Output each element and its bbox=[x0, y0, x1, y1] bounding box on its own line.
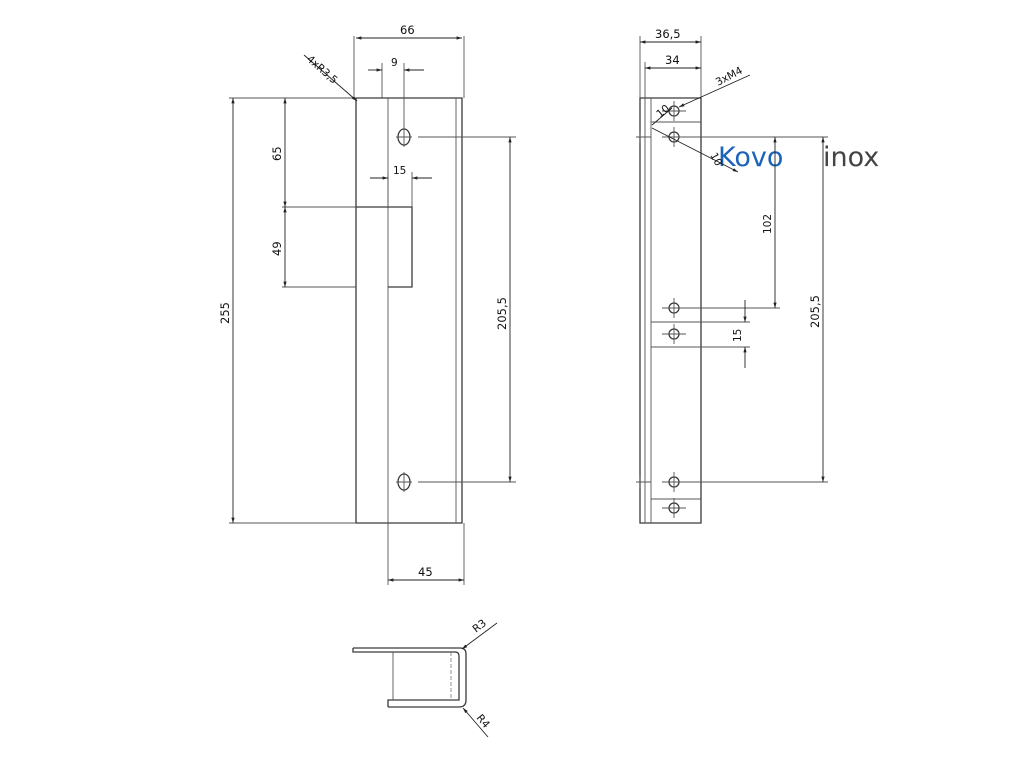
dim-side-205-extension bbox=[686, 136, 828, 483]
dim-15-side-label: 15 bbox=[732, 329, 744, 342]
section-view: R3 R4 bbox=[352, 617, 498, 738]
thread-leader bbox=[678, 74, 751, 108]
dim-49-label: 49 bbox=[270, 241, 284, 256]
dim-45-extension bbox=[387, 523, 465, 585]
hole-dim-b-label: 10 bbox=[707, 151, 724, 168]
side-hole-3 bbox=[662, 298, 686, 318]
side-view: 36,5 34 3xM4 10 10 102 205,5 15 bbox=[636, 27, 828, 524]
section-outer-profile bbox=[353, 647, 467, 708]
dim-34-label: 34 bbox=[665, 53, 680, 67]
dim-15-side-extension bbox=[686, 321, 750, 348]
side-hole-6 bbox=[662, 498, 686, 518]
thread-label: 3xM4 bbox=[714, 64, 745, 88]
dim-66-extension bbox=[353, 36, 465, 98]
side-hole-5 bbox=[636, 472, 686, 492]
dim-45-label: 45 bbox=[418, 565, 433, 579]
r4-label: R4 bbox=[474, 712, 492, 731]
dim-9-label: 9 bbox=[391, 57, 398, 69]
kovoinox-logo: Kovo inox bbox=[718, 142, 879, 173]
r3-label: R3 bbox=[470, 617, 488, 635]
r4-leader bbox=[462, 707, 489, 738]
front-hole-top bbox=[396, 127, 412, 147]
front-plate-outline bbox=[355, 97, 463, 524]
front-hole-bottom bbox=[396, 472, 412, 492]
dim-15-label: 15 bbox=[393, 165, 406, 177]
logo-text-inox: inox bbox=[823, 142, 879, 173]
section-inner-profile bbox=[352, 648, 460, 707]
dim-255-extension bbox=[229, 97, 356, 524]
dim-15-extension bbox=[387, 172, 413, 207]
hole-dim-a-label: 10 bbox=[654, 103, 672, 121]
dim-205-label: 205,5 bbox=[495, 297, 509, 330]
radius-label: 4xR3,5 bbox=[304, 53, 340, 86]
hole-dim-a-line bbox=[651, 107, 673, 126]
strike-slot bbox=[356, 206, 413, 288]
logo-text-kovo: Kovo bbox=[718, 142, 783, 173]
side-cross-lines bbox=[651, 121, 701, 500]
radius-leader bbox=[303, 54, 358, 102]
side-plate-outline bbox=[639, 97, 702, 524]
dim-205-extension bbox=[418, 136, 516, 483]
side-hole-4 bbox=[662, 324, 686, 344]
dim-255-label: 255 bbox=[218, 302, 232, 324]
front-view: 66 9 15 65 49 255 205,5 45 4xR3,5 bbox=[218, 23, 516, 585]
dim-side-205-label: 205,5 bbox=[808, 295, 822, 328]
r3-leader bbox=[461, 622, 498, 650]
slot-extension-lines bbox=[282, 206, 356, 288]
dim-36-label: 36,5 bbox=[655, 27, 681, 41]
dim-102-label: 102 bbox=[762, 214, 774, 234]
dim-65-label: 65 bbox=[270, 146, 284, 161]
dim-9-extension bbox=[381, 63, 405, 130]
side-hole-2 bbox=[636, 127, 686, 147]
dim-66-label: 66 bbox=[400, 23, 415, 37]
dim-36-extension bbox=[639, 36, 702, 98]
hole-dim-b-line bbox=[651, 127, 739, 173]
side-inner-lines bbox=[644, 98, 652, 523]
